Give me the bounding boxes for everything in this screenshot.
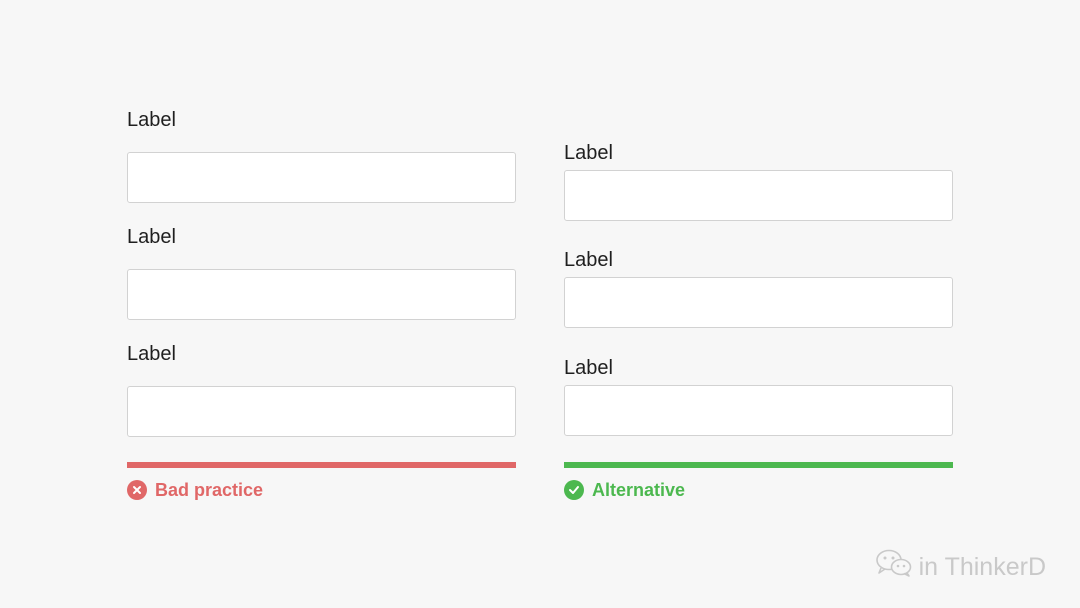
text-input[interactable] (127, 152, 516, 203)
text-input[interactable] (564, 170, 953, 221)
bad-practice-verdict: Bad practice (127, 479, 263, 501)
watermark: in ThinkerD (875, 548, 1046, 585)
bad-practice-bar (127, 462, 516, 468)
text-input[interactable] (564, 277, 953, 328)
verdict-label: Alternative (592, 480, 686, 500)
field-label: Label (127, 343, 176, 365)
verdict-label: Bad practice (155, 480, 264, 500)
check-circle-icon (564, 480, 584, 500)
watermark-text: in ThinkerD (918, 552, 1046, 581)
alternative-bar (564, 462, 953, 468)
close-circle-icon (127, 480, 147, 500)
text-input[interactable] (127, 386, 516, 437)
text-input[interactable] (564, 385, 953, 436)
field-label: Label (564, 357, 613, 379)
field-label: Label (564, 249, 613, 271)
alternative-verdict: Alternative (564, 479, 685, 501)
field-label: Label (127, 226, 176, 248)
field-label: Label (564, 142, 613, 164)
text-input[interactable] (127, 269, 516, 320)
wechat-icon (875, 548, 913, 585)
field-label: Label (127, 109, 176, 131)
